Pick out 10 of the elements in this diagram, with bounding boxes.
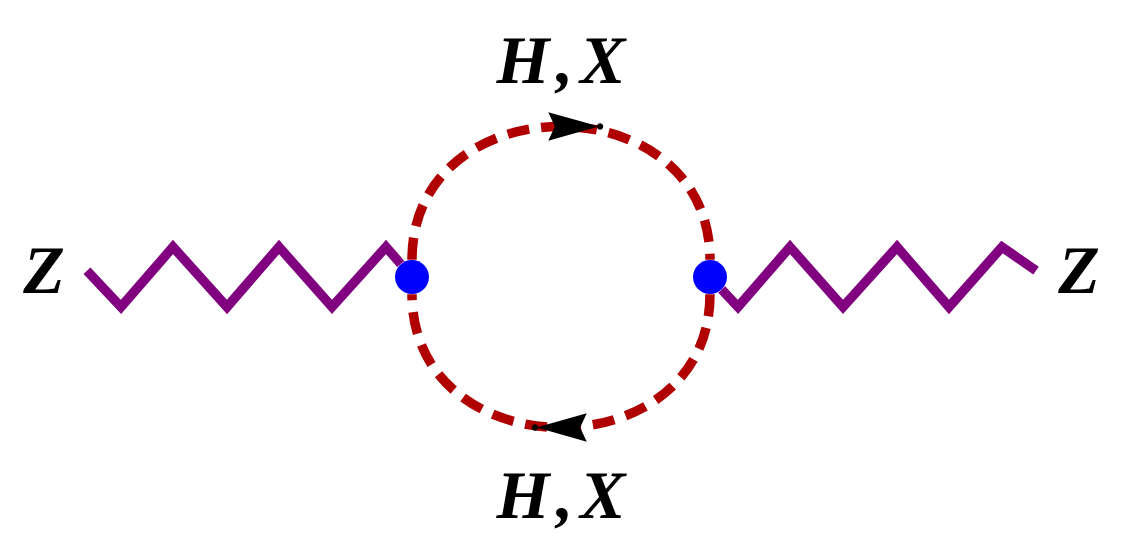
vertex-dot [395, 260, 429, 294]
particle-label: Z [1058, 248, 1099, 293]
zigzag-line [83, 239, 405, 315]
particle-label: Z [23, 248, 64, 293]
dashed-arrow-line [407, 112, 715, 261]
edge-label: H,X [496, 473, 627, 529]
zigzag-line [718, 239, 1039, 315]
dashed-arrow-line [407, 293, 715, 442]
edge-label: H,X [496, 38, 627, 94]
vertex-dot [693, 260, 727, 294]
